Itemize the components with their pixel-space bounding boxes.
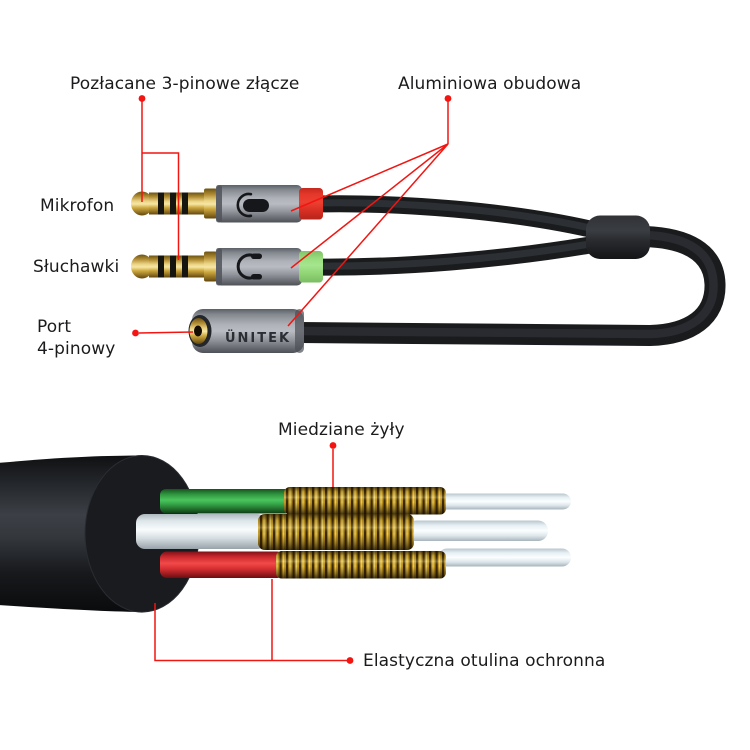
leader-dots (132, 95, 452, 664)
dot-gold-connector (138, 95, 146, 102)
mic-band-shading (299, 188, 323, 220)
port-right-rim (295, 309, 304, 353)
microphone-plug (131, 185, 323, 223)
label-port-line1: Port (37, 317, 71, 337)
brand-logo: ÜNITEK (225, 330, 291, 346)
leader-sheath-left (154, 603, 350, 662)
leader-aluminum-to-headphone (290, 143, 449, 269)
leader-gold-connector-branch (142, 152, 180, 260)
barrel-left-rim (216, 248, 222, 286)
plug-shaft (149, 255, 206, 278)
headphones-icon (236, 253, 262, 280)
headphone-plug (131, 248, 323, 286)
microphone-icon (236, 192, 269, 218)
plug-shaft (149, 192, 206, 215)
dot-copper-cores (329, 442, 337, 449)
top-diagram: ÜNITEK (131, 185, 726, 353)
leader-port (138, 331, 194, 334)
label-gold-connector: Pozłacane 3-pinowe złącze (70, 74, 299, 94)
cable-junction (586, 215, 650, 259)
copper-bundle-middle (258, 514, 414, 550)
headphone-cable (305, 236, 599, 276)
port-hole (194, 325, 202, 337)
plug-insulator-rings (158, 192, 188, 215)
green-wire (160, 489, 292, 514)
leader-aluminum-to-port (287, 143, 449, 327)
headphone-band-shading (299, 251, 323, 283)
red-wire (160, 551, 284, 578)
plug-collar (204, 188, 217, 219)
dot-port (132, 329, 139, 337)
female-port: ÜNITEK (188, 309, 304, 353)
label-aluminum-housing: Aluminiowa obudowa (398, 74, 581, 94)
main-cable-loop (289, 226, 726, 347)
label-protective-sheath: Elastyczna otulina ochronna (363, 651, 605, 671)
bottom-diagram (0, 455, 571, 613)
white-core-bottom (438, 548, 571, 567)
dot-aluminum (444, 95, 452, 102)
copper-bundle-top (284, 487, 446, 515)
plug-tip (131, 191, 153, 216)
barrel-left-rim (216, 185, 222, 223)
label-microphone: Mikrofon (40, 196, 114, 216)
leader-aluminum-to-mic (290, 143, 449, 212)
label-port-line2: 4-pinowy (37, 339, 115, 359)
white-core-top (438, 493, 571, 510)
microphone-cable (305, 195, 599, 238)
label-copper-cores: Miedziane żyły (278, 420, 405, 440)
plug-insulator-rings (158, 255, 188, 278)
leader-lines (138, 101, 449, 662)
labels: Pozłacane 3-pinowe złącze Aluminiowa obu… (33, 74, 605, 671)
copper-bundle-bottom (276, 551, 446, 579)
aluminum-barrel (216, 248, 302, 286)
white-wire (136, 514, 266, 549)
dot-sheath (346, 657, 354, 664)
label-headphones: Słuchawki (33, 257, 119, 277)
port-barrel (192, 309, 304, 353)
plug-tip (131, 254, 153, 279)
plug-collar (204, 251, 217, 282)
white-core-middle (406, 520, 548, 541)
